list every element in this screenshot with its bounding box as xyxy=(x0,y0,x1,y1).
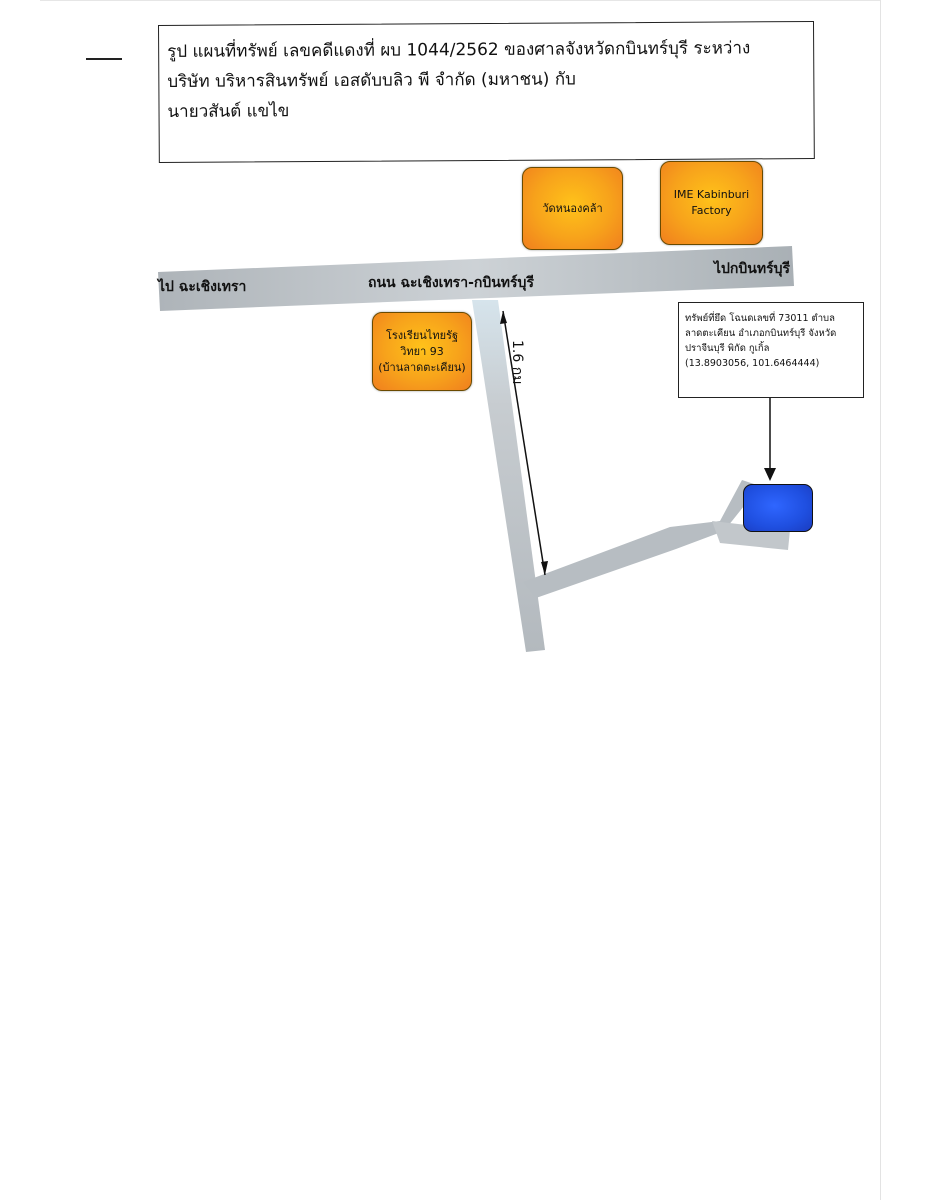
property-info-text: ทรัพย์ที่ยึด โฉนดเลขที่ 73011 ตำบล ลาดตะ… xyxy=(685,313,837,369)
side-road-branch xyxy=(523,480,760,598)
landmark-school-label: โรงเรียนไทยรัฐ วิทยา 93 (บ้านลาดตะเคียน) xyxy=(378,328,466,374)
margin-dash xyxy=(86,58,122,60)
property-marker-icon xyxy=(743,484,813,532)
landmark-school: โรงเรียนไทยรัฐ วิทยา 93 (บ้านลาดตะเคียน) xyxy=(372,312,472,391)
down-arrow-icon xyxy=(764,468,776,481)
page-right-edge xyxy=(880,0,881,1200)
road-label-west: ไป ฉะเชิงเทรา xyxy=(158,279,247,295)
side-road-vertical xyxy=(472,300,545,652)
landmark-temple: วัดหนองคล้า xyxy=(522,167,623,250)
property-info-box: ทรัพย์ที่ยึด โฉนดเลขที่ 73011 ตำบล ลาดตะ… xyxy=(678,302,864,398)
distance-arrow-bottom xyxy=(541,561,548,575)
main-road xyxy=(158,246,794,311)
distance-label: 1.6 กม xyxy=(509,340,525,385)
landmark-factory-label: IME Kabinburi Factory xyxy=(673,188,750,217)
distance-arrow-top xyxy=(500,311,507,324)
landmark-temple-label: วัดหนองคล้า xyxy=(542,201,603,215)
road-label-main: ถนน ฉะเชิงเทรา-กบินทร์บุรี xyxy=(368,275,534,291)
distance-line xyxy=(502,310,546,576)
page-top-edge xyxy=(40,0,880,1)
road-label-east: ไปกบินทร์บุรี xyxy=(714,261,791,277)
landmark-factory: IME Kabinburi Factory xyxy=(660,161,763,245)
